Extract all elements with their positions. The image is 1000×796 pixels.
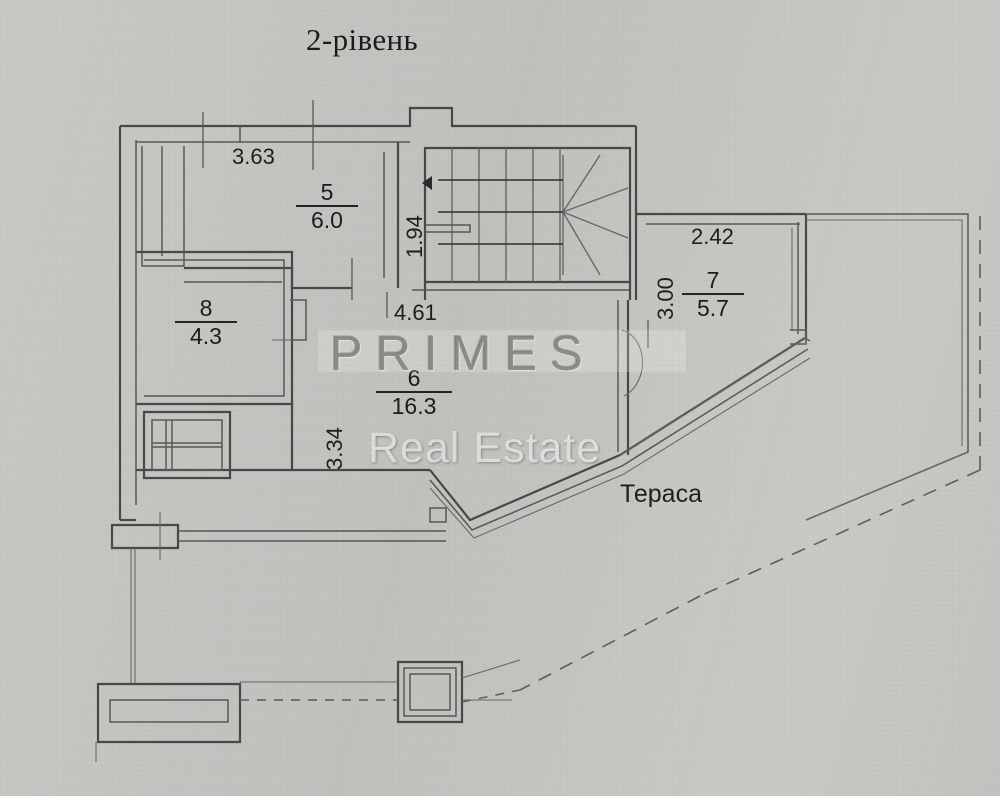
room-6-area: 16.3 [391,393,437,420]
room-7-rule [682,293,744,296]
terrace-label: Тераса [620,480,702,508]
room-5-area: 6.0 [311,207,343,234]
dimension-2-42: 2.42 [691,224,734,249]
room-7-area: 5.7 [697,295,729,322]
room-6-number: 6 [407,365,421,391]
dimension-3-34: 3.34 [322,427,347,470]
room-7-walls [634,212,808,345]
dimension-3-63: 3.63 [232,144,275,169]
stair-direction-arrow [422,176,432,190]
room-5-label: 5 6.0 [296,180,358,232]
room-8-label: 8 4.3 [175,296,237,348]
room-8-area: 4.3 [190,323,222,350]
room-6-rule [376,391,452,394]
room-6-walls [136,300,811,539]
room-8-walls [136,250,307,406]
dimension-ticks [202,100,649,348]
outer-walls [118,106,638,522]
dimension-3-00: 3.00 [653,277,678,320]
bottom-center-block [396,660,464,724]
room-8-rule [175,321,237,324]
room-7-number: 7 [706,267,720,293]
bottom-threshold [110,512,446,560]
room-7-label: 7 5.7 [682,268,744,320]
room-5-rule [296,205,358,208]
dimension-1-94: 1.94 [402,215,427,258]
page-title: 2-рівень [306,22,419,57]
terrace-outline [805,213,969,521]
upper-left-alcove [136,126,410,267]
lower-left-structure [96,548,242,744]
bottom-connectors [95,659,521,762]
staircase [412,146,632,300]
terrace-dashed-boundary [519,216,981,691]
room-6-label: 6 16.3 [376,366,452,418]
room-8-number: 8 [199,295,213,321]
room-5-number: 5 [320,179,334,205]
terrace-rail [619,337,811,456]
window-block [142,410,232,480]
dimension-4-61: 4.61 [394,300,437,325]
